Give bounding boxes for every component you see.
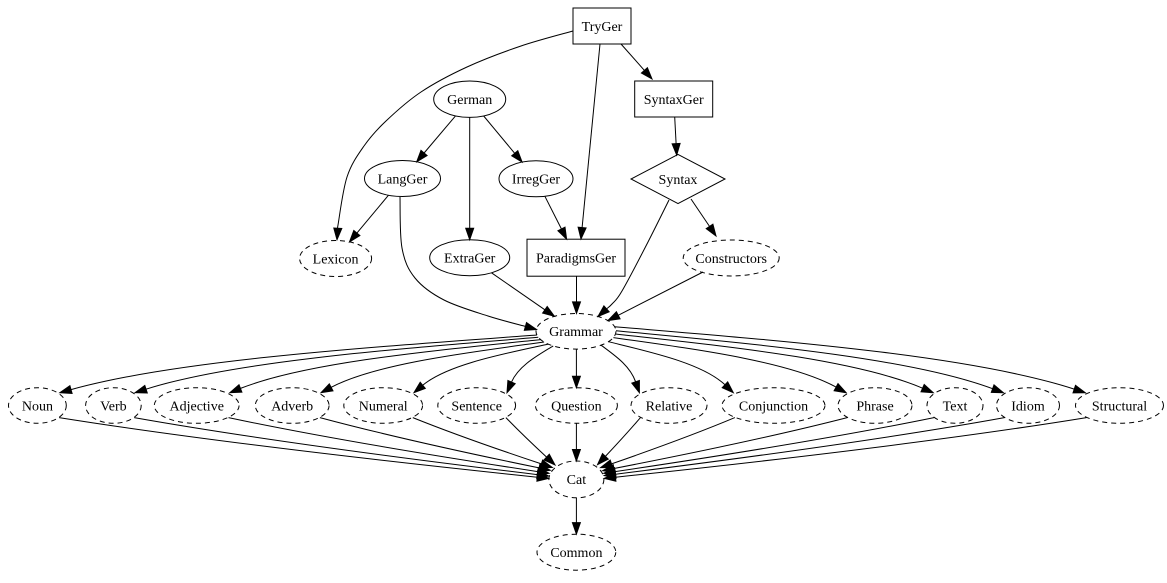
svg-text:SyntaxGer: SyntaxGer bbox=[644, 93, 704, 108]
svg-text:Common: Common bbox=[550, 546, 602, 561]
svg-text:Idiom: Idiom bbox=[1011, 399, 1045, 414]
svg-text:Conjunction: Conjunction bbox=[739, 399, 808, 414]
svg-text:ParadigmsGer: ParadigmsGer bbox=[536, 252, 616, 267]
svg-text:German: German bbox=[447, 93, 492, 108]
svg-text:Noun: Noun bbox=[22, 399, 53, 414]
svg-text:Relative: Relative bbox=[646, 399, 693, 414]
svg-text:Numeral: Numeral bbox=[359, 399, 408, 414]
svg-text:Adjective: Adjective bbox=[169, 399, 223, 414]
svg-text:Phrase: Phrase bbox=[856, 399, 893, 414]
svg-text:Lexicon: Lexicon bbox=[313, 252, 359, 267]
svg-text:Sentence: Sentence bbox=[451, 399, 502, 414]
svg-text:Question: Question bbox=[551, 399, 602, 414]
svg-text:ExtraGer: ExtraGer bbox=[444, 252, 496, 267]
svg-text:Cat: Cat bbox=[567, 473, 587, 488]
svg-text:Structural: Structural bbox=[1092, 399, 1147, 414]
svg-text:LangGer: LangGer bbox=[378, 172, 428, 187]
svg-text:Syntax: Syntax bbox=[659, 173, 698, 188]
svg-text:Adverb: Adverb bbox=[271, 399, 313, 414]
svg-text:Verb: Verb bbox=[100, 399, 126, 414]
svg-text:IrregGer: IrregGer bbox=[512, 173, 561, 188]
svg-text:Grammar: Grammar bbox=[549, 325, 603, 340]
svg-text:TryGer: TryGer bbox=[582, 20, 623, 35]
svg-text:Text: Text bbox=[943, 399, 968, 414]
svg-text:Constructors: Constructors bbox=[695, 252, 767, 267]
